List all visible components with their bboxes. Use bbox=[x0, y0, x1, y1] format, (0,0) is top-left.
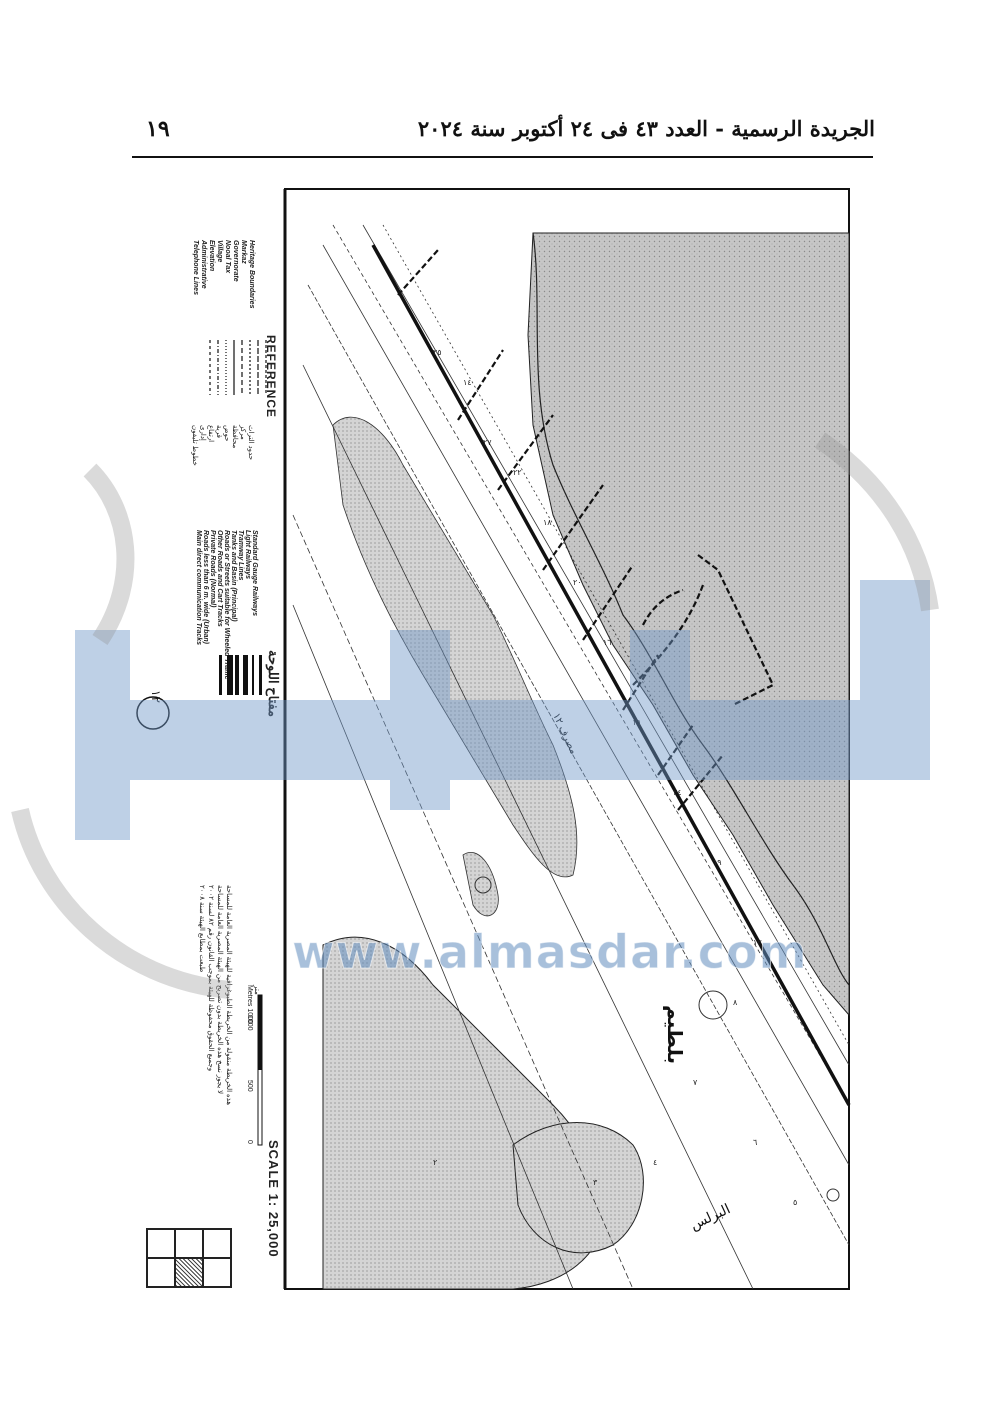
gazette-title: الجريدة الرسمية - العدد ٤٣ فى ٢٤ أكتوبر … bbox=[417, 116, 875, 141]
svg-text:١٣: ١٣ bbox=[753, 938, 762, 947]
page-number: ١٩ bbox=[146, 116, 170, 142]
svg-text:٨: ٨ bbox=[733, 998, 738, 1007]
sheet-cell bbox=[175, 1229, 203, 1258]
sheet-index-grid bbox=[146, 1228, 232, 1288]
legend-symbols bbox=[136, 340, 267, 1146]
svg-text:١٩: ١٩ bbox=[713, 858, 722, 867]
svg-text:١٨: ١٨ bbox=[543, 518, 552, 527]
sheet-cell-current bbox=[175, 1258, 203, 1287]
svg-text:٢٧: ٢٧ bbox=[483, 438, 492, 447]
svg-text:٢٢: ٢٢ bbox=[513, 468, 522, 477]
svg-text:٢: ٢ bbox=[433, 1158, 437, 1167]
sea-area bbox=[527, 232, 850, 1017]
svg-text:٣: ٣ bbox=[593, 1178, 598, 1187]
map-drawing: ٢٥ ١٤ ٢٧ ٢٢ ١٨ ٢٠ ١٦ ٢١ ٢٤ ١٩ ١٣ ٨ ٧ ٦ ٥ ٤ ٣ ٢ بلطيم… bbox=[283, 188, 851, 1290]
svg-text:٢٤: ٢٤ bbox=[673, 788, 682, 797]
svg-text:١٤: ١٤ bbox=[463, 378, 472, 387]
svg-text:٦: ٦ bbox=[753, 1138, 757, 1147]
sheet-cell bbox=[147, 1258, 175, 1287]
watermark-url: www.almasdar.com bbox=[292, 925, 808, 980]
main-road bbox=[371, 244, 851, 1106]
svg-text:٢٥: ٢٥ bbox=[433, 348, 442, 357]
sheet-cell bbox=[203, 1258, 231, 1287]
svg-text:٥: ٥ bbox=[793, 1198, 797, 1207]
svg-text:١٦: ١٦ bbox=[603, 638, 612, 647]
sheet-cell bbox=[203, 1229, 231, 1258]
svg-text:٤: ٤ bbox=[653, 1158, 657, 1167]
map-image: ٢٥ ١٤ ٢٧ ٢٢ ١٨ ٢٠ ١٦ ٢١ ٢٤ ١٩ ١٣ ٨ ٧ ٦ ٥ ٤ ٣ ٢ بلطيم… bbox=[133, 185, 855, 1293]
header-divider bbox=[132, 156, 873, 158]
sheet-cell bbox=[147, 1229, 175, 1258]
svg-text:٧: ٧ bbox=[693, 1078, 698, 1087]
place-label-1: بلطيم bbox=[663, 1005, 687, 1064]
svg-text:٢١: ٢١ bbox=[633, 718, 642, 727]
page-header: ١٩ الجريدة الرسمية - العدد ٤٣ فى ٢٤ أكتو… bbox=[130, 112, 875, 152]
svg-text:٢٠: ٢٠ bbox=[573, 578, 582, 587]
